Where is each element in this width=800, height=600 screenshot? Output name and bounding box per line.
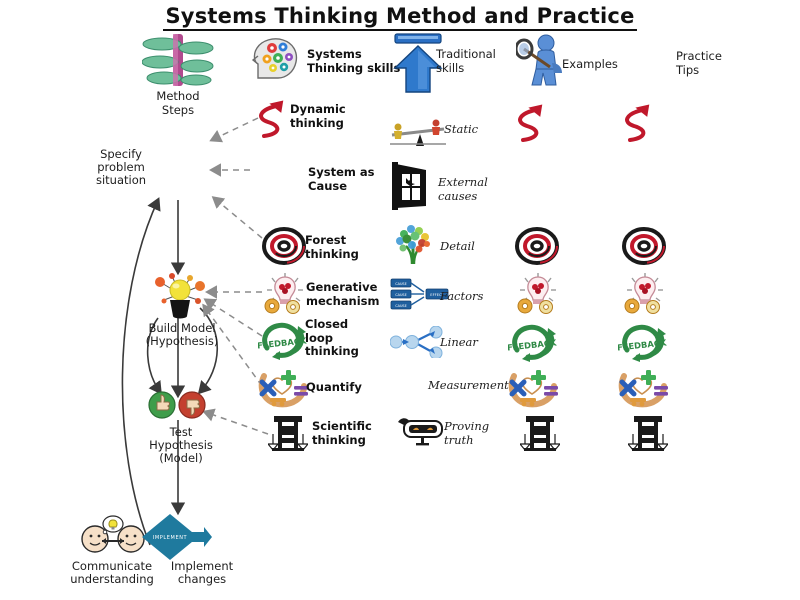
method-step-test-hypothesis-label: Test Hypothesis (Model) xyxy=(149,425,213,465)
column-label-examples: Examples xyxy=(562,57,618,71)
column-label-systems-thinking-skills: Systems Thinking skills xyxy=(307,47,401,75)
spiral-stairs-icon xyxy=(141,30,214,94)
spiral-target-icon xyxy=(262,226,306,270)
linear-nodes-icon xyxy=(389,325,446,362)
implement-badge-text: IMPLEMENT xyxy=(153,535,188,541)
systems-skill-dynamic-thinking: Dynamic thinking xyxy=(290,102,346,130)
column-label-practice-tips: Practice Tips xyxy=(676,49,722,77)
lightbulb-gears-icon xyxy=(515,272,561,318)
broken-window-icon xyxy=(392,162,434,214)
lightbulb-gears-icon xyxy=(262,272,308,318)
rearview-mirror-icon xyxy=(396,416,448,450)
math-symbols-icon xyxy=(618,368,670,412)
traditional-skill-factors: Factors xyxy=(440,289,484,303)
systems-skill-quantify: Quantify xyxy=(306,380,362,394)
svg-text:EFFECT: EFFECT xyxy=(430,293,444,297)
thumbs-up-down-icon xyxy=(148,390,208,424)
colorful-tree-icon xyxy=(392,222,436,270)
implement-diamond-icon: IMPLEMENT xyxy=(140,512,212,566)
page-title: Systems Thinking Method and Practice xyxy=(0,4,800,31)
spiral-target-icon xyxy=(515,226,559,270)
balance-scale-icon xyxy=(626,414,670,458)
method-step-build-model-label: Build Model (Hypothesis) xyxy=(145,321,219,348)
lightbulb-gears-icon xyxy=(622,272,668,318)
method-step-implement-label: Implement changes xyxy=(170,559,234,586)
method-step-communicate-label: Communicate understanding xyxy=(70,559,154,586)
traditional-skill-static: Static xyxy=(444,122,479,136)
balance-scale-icon xyxy=(266,414,310,458)
svg-text:CAUSE: CAUSE xyxy=(395,304,406,308)
svg-text:CAUSE: CAUSE xyxy=(395,293,406,297)
blue-up-arrow-icon xyxy=(389,32,447,98)
method-step-specify-label: Specify problem situation xyxy=(95,147,147,187)
column-label-traditional-skills: Traditional skills xyxy=(436,47,496,75)
column-label-method-steps: Method Steps xyxy=(156,89,200,117)
traditional-skill-detail: Detail xyxy=(440,239,475,253)
feedback-loop-icon: FEEDBACK xyxy=(616,322,670,366)
seesaw-icon xyxy=(390,118,446,152)
systems-skill-closed-loop-thinking: Closed loop thinking xyxy=(305,317,359,358)
systems-skill-generative-mechanism: Generative mechanism xyxy=(306,280,380,308)
spiral-target-icon xyxy=(622,226,666,270)
red-squiggle-arrow-icon xyxy=(622,100,656,148)
svg-text:CAUSE: CAUSE xyxy=(395,282,406,286)
math-symbols-icon xyxy=(508,368,560,412)
feedback-loop-icon: FEEDBACK xyxy=(256,320,310,364)
cause-effect-boxes-icon: CAUSE CAUSE CAUSE EFFECT xyxy=(390,278,450,316)
page-title-text: Systems Thinking Method and Practice xyxy=(163,4,637,31)
traditional-skill-linear: Linear xyxy=(440,335,478,349)
two-faces-idea-icon xyxy=(80,515,146,559)
balance-scale-icon xyxy=(518,414,562,458)
traditional-skill-measurement: Measurement xyxy=(428,378,509,392)
red-squiggle-arrow-icon xyxy=(256,96,290,144)
figure-with-magnifier-icon xyxy=(514,33,568,93)
systems-skill-system-as-cause: System as Cause xyxy=(308,165,375,193)
head-with-gears-icon xyxy=(248,34,302,88)
atom-lamp-icon xyxy=(150,270,210,324)
systems-skill-forest-thinking: Forest thinking xyxy=(305,233,359,261)
traditional-skill-external-causes: External causes xyxy=(438,175,488,203)
math-symbols-icon xyxy=(258,368,310,412)
systems-skill-scientific-thinking: Scientific thinking xyxy=(312,419,372,447)
feedback-loop-icon: FEEDBACK xyxy=(506,322,560,366)
red-squiggle-arrow-icon xyxy=(515,100,549,148)
traditional-skill-proving-truth: Proving truth xyxy=(444,419,490,447)
